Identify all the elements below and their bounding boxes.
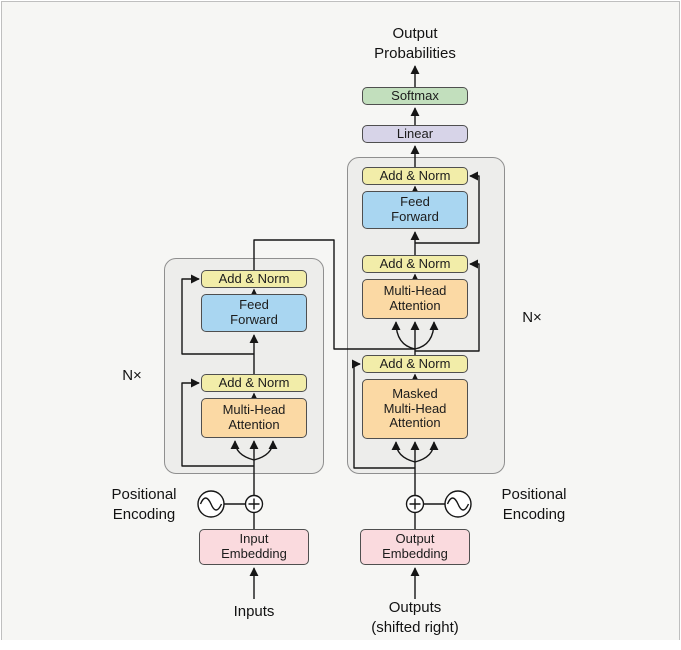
positional-encoding-left-label: Positional Encoding (111, 486, 177, 523)
add-norm-label: Add & Norm (218, 374, 290, 390)
decoder-add-norm-bottom-box: Add & Norm (362, 355, 468, 373)
output-embedding-box: Output Embedding (360, 529, 470, 565)
plus-cross-icon (248, 498, 260, 510)
sine-wave-icon (199, 497, 223, 511)
decoder-n-times-label: N× (522, 309, 542, 326)
feed-forward-label: Feed Forward (230, 297, 278, 327)
positional-encoding-right-label: Positional Encoding (501, 486, 567, 523)
plus-circle-icon (244, 494, 264, 514)
decoder-add-norm-middle-box: Add & Norm (362, 255, 468, 273)
input-embedding-box: Input Embedding (199, 529, 309, 565)
add-norm-label: Add & Norm (379, 167, 451, 183)
add-norm-label: Add & Norm (379, 255, 451, 271)
plus-circle-icon (405, 494, 425, 514)
output-probabilities-label: Output Probabilities (374, 25, 456, 62)
encoder-add-norm-bottom-box: Add & Norm (201, 374, 307, 392)
linear-label: Linear (396, 125, 434, 141)
positional-encoding-symbol-right (405, 490, 472, 518)
positional-encoding-symbol-left (197, 490, 264, 518)
decoder-add-norm-top-box: Add & Norm (362, 167, 468, 185)
output-embedding-label: Output Embedding (382, 531, 448, 561)
inputs-label: Inputs (233, 603, 275, 620)
decoder-feed-forward-box: Feed Forward (362, 191, 468, 229)
linear-box: Linear (362, 125, 468, 143)
outputs-label: Outputs (shifted right) (371, 599, 459, 636)
multi-head-attention-label: Multi-Head Attention (383, 283, 447, 313)
softmax-box: Softmax (362, 87, 468, 105)
input-embedding-label: Input Embedding (221, 531, 287, 561)
decoder-multi-head-attention-box: Multi-Head Attention (362, 279, 468, 319)
multi-head-attention-label: Multi-Head Attention (222, 402, 286, 432)
encoder-add-norm-top-box: Add & Norm (201, 270, 307, 288)
sine-circle-icon (444, 490, 472, 518)
plus-cross-icon (409, 498, 421, 510)
feed-forward-label: Feed Forward (391, 194, 439, 224)
softmax-label: Softmax (391, 87, 439, 103)
encoder-n-times-label: N× (122, 367, 142, 384)
encoder-feed-forward-box: Feed Forward (201, 294, 307, 332)
encoder-multi-head-attention-box: Multi-Head Attention (201, 398, 307, 438)
add-norm-label: Add & Norm (379, 355, 451, 371)
masked-multi-head-attention-label: Masked Multi-Head Attention (383, 385, 447, 431)
decoder-masked-multi-head-attention-box: Masked Multi-Head Attention (362, 379, 468, 439)
encoder-stack-panel (164, 258, 324, 474)
sine-wave-icon (446, 497, 470, 511)
sine-circle-icon (197, 490, 225, 518)
add-norm-label: Add & Norm (218, 270, 290, 286)
